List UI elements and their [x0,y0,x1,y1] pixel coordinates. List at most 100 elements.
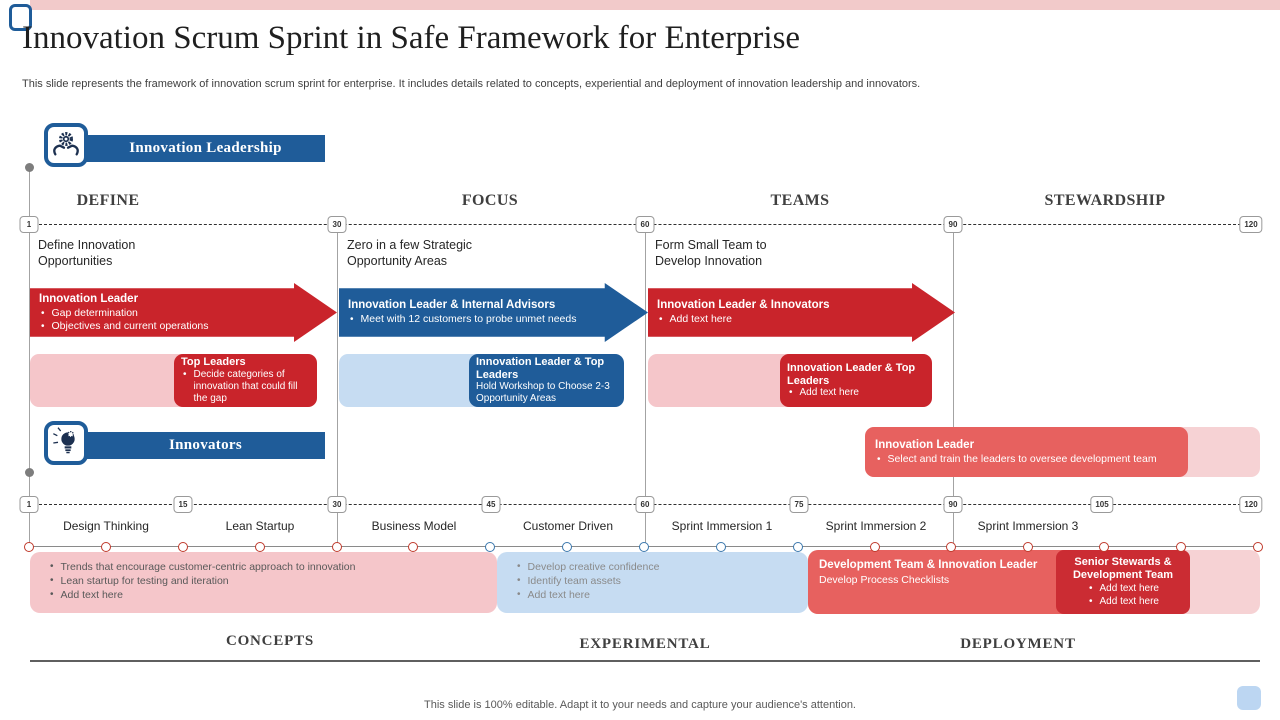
bullet-icon: • [41,307,45,319]
hands-gear-icon [53,132,79,156]
bullet-icon: • [659,314,663,325]
bullet-icon: • [183,368,187,380]
callout-line: Hold Workshop to Choose 2-3 Opportunity … [476,381,610,404]
callout-title: Innovation Leader [875,438,975,451]
leadership-badge: Innovation Leadership [86,135,325,162]
phase-define: DEFINE [76,192,140,209]
guide-line-30 [337,225,338,547]
top-accent-bar [30,0,1280,10]
senior-stewards-box: Senior Stewards & Development Team • Add … [1056,550,1190,614]
phase-teams: TEAMS [770,192,830,209]
bottom-marker-60: 60 [635,496,655,513]
innovators-icon-box [44,421,88,465]
footer-note: This slide is 100% editable. Adapt it to… [424,699,856,711]
arrow-innovation-leader: Innovation Leader •Gap determination •Ob… [30,283,337,342]
callout-bullet: Select and train the leaders to oversee … [887,452,1157,465]
timeline-start-dot-bottom [25,468,34,477]
timeline-start-dot-top [25,163,34,172]
phase-deployment: DEPLOYMENT [960,636,1076,652]
bullet-icon: • [517,575,521,586]
senior-stewards-bullet: Add text here [1099,583,1159,594]
timeline-node [101,542,111,552]
callout-select-train: Innovation Leader • Select and train the … [865,427,1260,477]
bullet-icon: • [517,561,521,572]
leadership-icon-box [44,123,88,167]
bullet-icon: • [50,575,54,586]
bullet-icon: • [517,589,521,600]
timeline-node [24,542,34,552]
bottom-marker-45: 45 [481,496,501,513]
lightbulb-gear-icon [53,427,75,454]
bullet-icon: • [1089,596,1093,607]
bottom-rule [30,660,1260,662]
bottom-marker-120: 120 [1239,496,1263,513]
band-bullet: Add text here [60,589,123,601]
callout-title: Innovation Leader & Top Leaders [476,356,605,381]
phase-focus: FOCUS [461,192,519,209]
arrow-bullet: Add text here [669,313,732,325]
innovators-badge: Innovators [86,432,325,459]
phase-concepts: CONCEPTS [225,633,315,649]
bottom-marker-105: 105 [1090,496,1114,513]
stage-sprint-immersion-3: Sprint Immersion 3 [977,518,1079,533]
top-left-shape [9,4,32,31]
step-title-focus: Zero in a few Strategic Opportunity Area… [347,238,473,268]
callout-bullet: Add text here [799,387,859,398]
deployment-title: Development Team & Innovation Leader [819,559,1038,571]
stage-design-thinking: Design Thinking [63,518,149,533]
callout-leader-top-leaders-teams: Innovation Leader & Top Leaders • Add tex… [648,354,932,407]
top-marker-30: 30 [327,216,347,233]
callout-leader-top-leaders-focus: Innovation Leader & Top Leaders Hold Wor… [339,354,624,407]
timeline-node [485,542,495,552]
arrow-title: Innovation Leader [39,292,139,305]
band-bullet: Develop creative confidence [527,561,660,573]
bottom-marker-15: 15 [173,496,193,513]
bottom-marker-1: 1 [19,496,39,513]
timeline-node [1176,542,1186,552]
stage-sprint-immersion-2: Sprint Immersion 2 [825,518,927,533]
callout-title: Innovation Leader & Top Leaders [787,362,916,387]
top-marker-90: 90 [943,216,963,233]
timeline-node [1023,542,1033,552]
stage-business-model: Business Model [371,518,457,533]
timeline-node [716,542,726,552]
band-deployment: Development Team & Innovation Leader Dev… [808,550,1260,614]
timeline-node [255,542,265,552]
guide-line-90 [953,225,954,547]
arrow-bullet: Objectives and current operations [51,319,209,332]
arrow-internal-advisors: Innovation Leader & Internal Advisors •M… [339,283,648,342]
band-experimental: • Develop creative confidence • Identify t… [497,552,808,613]
top-marker-1: 1 [19,216,39,233]
bullet-icon: • [350,314,354,325]
top-marker-60: 60 [635,216,655,233]
timeline-node [1253,542,1263,552]
band-bullet: Add text here [527,589,590,601]
bullet-icon: • [50,589,54,600]
bottom-marker-30: 30 [327,496,347,513]
callout-bullet: Decide categories of innovation that cou… [193,368,298,404]
senior-stewards-bullet: Add text here [1099,596,1159,607]
senior-stewards-title: Senior Stewards & Development Team [1072,556,1174,581]
stage-customer-driven: Customer Driven [522,518,614,533]
timeline-node [870,542,880,552]
page-title: Innovation Scrum Sprint in Safe Framewor… [22,20,801,56]
callout-top-leaders: Top Leaders • Decide categories of innova… [30,354,317,407]
guide-line-60 [645,225,646,547]
band-concepts: • Trends that encourage customer-centric … [30,552,497,613]
callout-title: Top Leaders [181,356,246,369]
bottom-right-shape [1237,686,1261,710]
bullet-icon: • [41,320,45,332]
band-bullet: Identify team assets [527,575,621,587]
bullet-icon: • [877,453,881,465]
step-title-teams: Form Small Team to Develop Innovation [655,238,767,268]
timeline-node [178,542,188,552]
phase-experimental: EXPERIMENTAL [579,636,711,652]
stage-sprint-immersion-1: Sprint Immersion 1 [671,518,773,533]
bullet-icon: • [789,387,793,398]
bottom-marker-90: 90 [943,496,963,513]
band-bullet: Lean startup for testing and iteration [60,575,229,587]
page-subtitle: This slide represents the framework of i… [22,78,921,90]
band-bullet: Trends that encourage customer-centric a… [60,561,356,573]
arrow-bullet: Meet with 12 customers to probe unmet ne… [360,313,577,325]
